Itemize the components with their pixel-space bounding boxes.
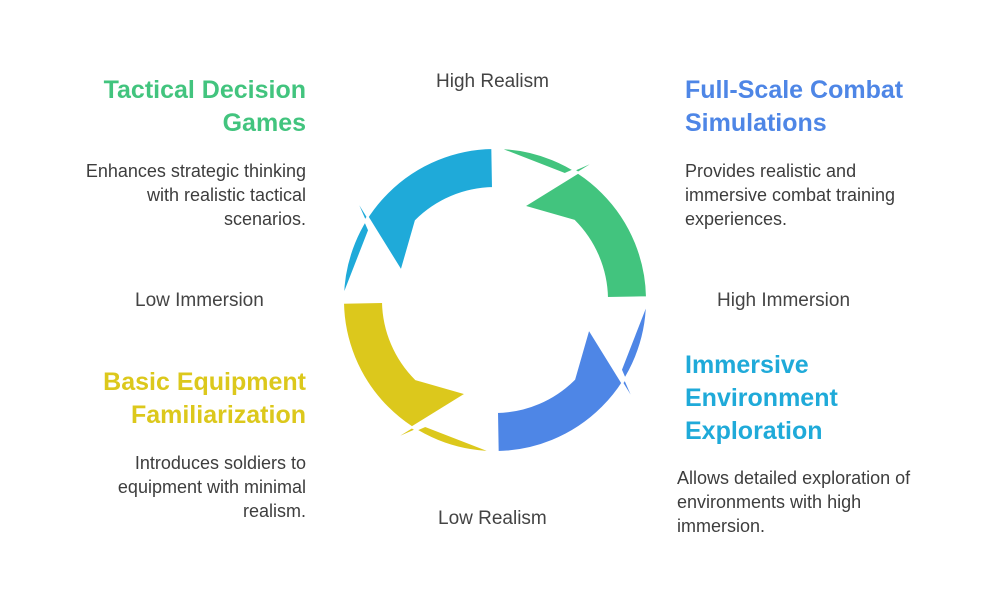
basic-equipment-familiarization-description: Introduces soldiers to equipment with mi… <box>117 453 306 521</box>
axis-label-low-immersion: Low Immersion <box>135 290 264 311</box>
immersive-environment-exploration-title: Immersive Environment Exploration <box>685 351 838 445</box>
ring-segment-bottom-left <box>341 300 493 453</box>
full-scale-combat-simulations-description: Provides realistic and immersive combat … <box>685 161 896 229</box>
basic-equipment-familiarization-title: Basic Equipment Familiarization <box>103 368 306 429</box>
ring-segment-top-left <box>342 146 495 298</box>
ring-segment-top-right <box>497 147 649 300</box>
axis-label-high-realism: High Realism <box>436 71 549 92</box>
immersive-environment-exploration-description: Allows detailed exploration of environme… <box>677 468 911 536</box>
axis-label-low-realism: Low Realism <box>438 508 547 529</box>
axis-label-high-immersion: High Immersion <box>717 290 851 311</box>
tactical-decision-games-title: Tactical Decision Games <box>103 76 306 137</box>
ring-segment-bottom-right <box>495 302 648 454</box>
tactical-decision-games-description: Enhances strategic thinking with realist… <box>85 161 306 229</box>
full-scale-combat-simulations-title: Full-Scale Combat Simulations <box>685 76 904 137</box>
